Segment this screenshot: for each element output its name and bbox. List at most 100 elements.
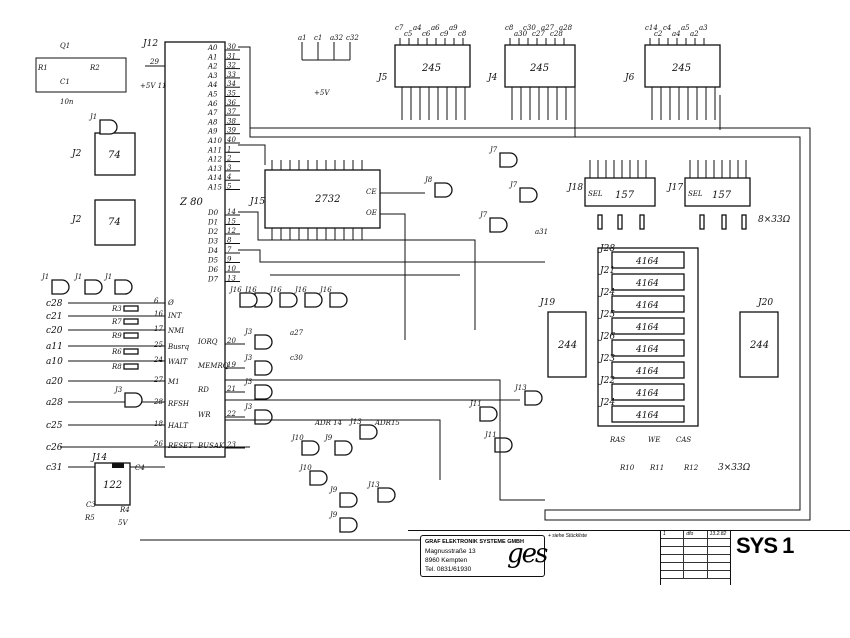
- pin-number: 5: [227, 183, 232, 191]
- company-city: 8960 Kempten: [425, 557, 468, 564]
- j17-type: 157: [712, 190, 732, 201]
- gate-ref: J1: [73, 273, 82, 281]
- z80-pin-D3: D3: [207, 238, 219, 246]
- r12-label: R12: [683, 464, 699, 472]
- pin-number: 35: [227, 90, 236, 98]
- bus-pin-a4: a4: [672, 30, 681, 38]
- bus-signal-a10: a10: [46, 357, 63, 367]
- resistor-R7: [123, 318, 139, 325]
- r4-label: R4: [119, 506, 130, 514]
- gate: [499, 152, 518, 168]
- revision-row: [661, 563, 731, 571]
- resistor-label: R6: [111, 348, 122, 356]
- company-logo: ges: [507, 539, 548, 569]
- z80-pin-D1: D1: [207, 219, 218, 227]
- z80-pin-RFSH: RFSH: [167, 400, 190, 408]
- gate-ref: J16: [243, 286, 257, 294]
- ram-4164-chip: [611, 273, 685, 291]
- pin-number: 30: [227, 43, 236, 51]
- flipflop-74-b: [94, 199, 136, 246]
- bus-pin-c4: c4: [663, 24, 671, 32]
- j4-ref: J4: [486, 73, 498, 83]
- bus-signal-a28: a28: [46, 398, 63, 408]
- resistor: [639, 214, 645, 230]
- gate: [479, 406, 498, 422]
- pin-number: 6: [154, 297, 159, 305]
- gate-ref: J9: [323, 434, 333, 442]
- eprom-2732-chip: [264, 169, 381, 229]
- z80-pin-A1: A1: [207, 53, 218, 61]
- resistor-R3: [123, 305, 139, 312]
- pin-number: 21: [226, 385, 236, 393]
- gate-ref: J3: [243, 378, 253, 386]
- ram-4164-chip: [611, 361, 685, 379]
- gate: [434, 182, 453, 198]
- revision-row: [661, 571, 731, 579]
- pin-number: 18: [154, 420, 163, 428]
- bus-pin-a2: a2: [690, 30, 699, 38]
- bus-signal-c25: c25: [46, 421, 63, 431]
- gate-ref: J16: [293, 286, 307, 294]
- ram-4164-chip: [611, 295, 685, 313]
- ram-cas: CAS: [676, 436, 691, 444]
- bus-pin-c27: c27: [532, 30, 545, 38]
- j20-type: 244: [749, 340, 769, 351]
- pin-number: 27: [153, 376, 163, 384]
- z80-pin-A7: A7: [207, 109, 218, 117]
- wire: [225, 419, 441, 480]
- ram-4164-chip: [611, 339, 685, 357]
- gate: [519, 187, 538, 203]
- ram-type: 4164: [635, 257, 659, 267]
- ram-ref: J21: [598, 266, 615, 276]
- pin-number: 33: [227, 71, 236, 79]
- gate: [494, 437, 513, 453]
- ram-ref: J25: [598, 310, 615, 320]
- power-pin-c32: c32: [346, 34, 359, 42]
- pin-number: 31: [227, 52, 236, 60]
- title-block: GRAF ELEKTRONIK SYSTEME GMBH Magnusstraß…: [408, 530, 850, 587]
- c1-label: C1: [60, 78, 70, 86]
- bus-pin-c28: c28: [550, 30, 563, 38]
- bus-pin-c9: c9: [440, 30, 449, 38]
- resistor-R8: [123, 363, 139, 370]
- eprom-type: 2732: [314, 194, 340, 205]
- resistor: [699, 214, 705, 230]
- gate: [114, 279, 133, 295]
- gate-ref: J1: [103, 273, 112, 281]
- bus-signal-c26: c26: [46, 443, 63, 453]
- gate: [99, 119, 118, 135]
- bus-pin-c8: c8: [458, 30, 467, 38]
- gate: [339, 492, 358, 508]
- pin-number: 15: [227, 218, 236, 226]
- gate: [254, 334, 273, 350]
- j19-ref: J19: [538, 298, 555, 308]
- j2a-ref: J2: [70, 149, 82, 159]
- ram-we: WE: [648, 436, 660, 444]
- bus-pin-c2: c2: [654, 30, 663, 38]
- pin-number: 20: [226, 337, 236, 345]
- ram-type: 4164: [635, 345, 659, 355]
- z80-pin-A15: A15: [207, 184, 223, 192]
- pin-number: 2: [226, 155, 232, 163]
- buffer-245-j6: [644, 44, 721, 88]
- gate: [524, 390, 543, 406]
- gate: [309, 470, 328, 486]
- pin-number: 26: [153, 440, 163, 448]
- z80-pin-Busrq: Busrq: [167, 343, 190, 351]
- pin-number: 13: [227, 275, 236, 283]
- z80-pin-Ø: Ø: [167, 299, 174, 307]
- pin-number: 4: [226, 173, 231, 181]
- j6-ref: J6: [623, 73, 635, 83]
- bus-pin-a28: a28: [559, 24, 573, 32]
- gate: [124, 392, 143, 408]
- bus-pin-a30: a30: [514, 30, 528, 38]
- z80-pin-INT: INT: [167, 312, 183, 320]
- mux-157-j18: [584, 177, 656, 207]
- resistor-R6: [123, 348, 139, 355]
- gate: [84, 279, 103, 295]
- pin-number: 19: [227, 361, 236, 369]
- pin-number: 8: [227, 237, 232, 245]
- z80-pin-M1: M1: [167, 378, 180, 386]
- ram-type: 4164: [635, 279, 659, 289]
